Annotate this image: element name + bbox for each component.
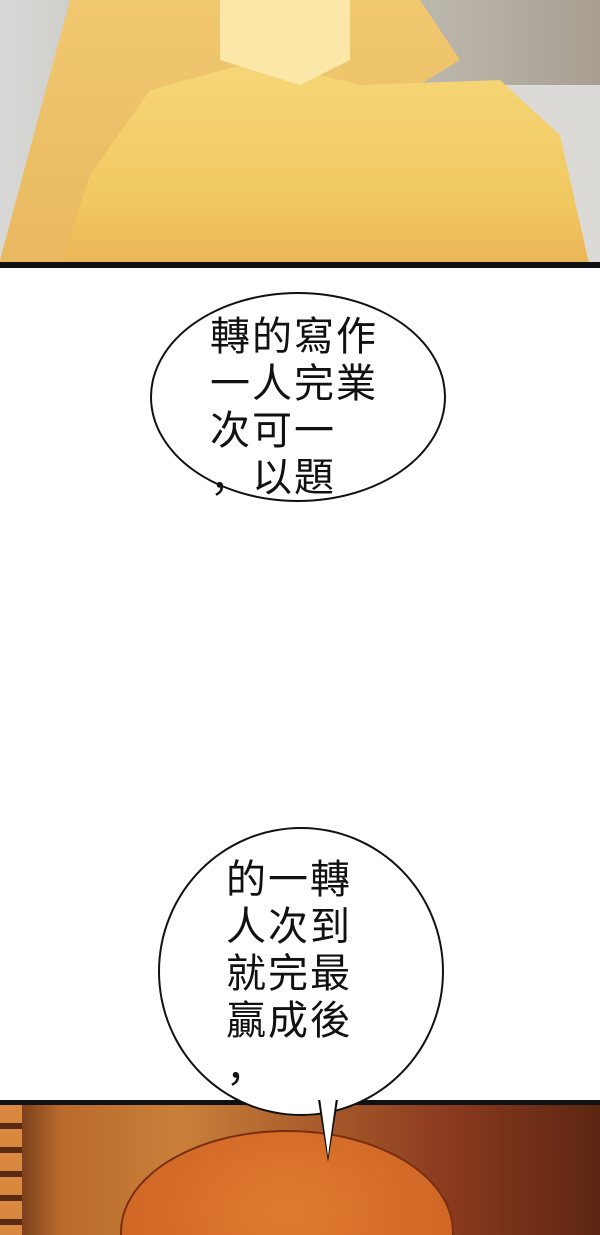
speech-bubble-1: 轉的寫作 一人完業 次可一 ，以題 bbox=[150, 292, 446, 502]
bubble-1-text: 轉的寫作 一人完業 次可一 ，以題 bbox=[210, 314, 378, 501]
top-panel-illustration bbox=[0, 0, 600, 268]
bubble-2-text: 的一轉 人次到 就完最 贏成後 ， bbox=[226, 857, 352, 1091]
bubble-tail-fill bbox=[320, 1098, 336, 1156]
bottom-panel-illustration bbox=[0, 1100, 600, 1235]
speech-bubble-2: 的一轉 人次到 就完最 贏成後 ， bbox=[158, 827, 444, 1116]
ladder bbox=[0, 1105, 22, 1235]
yellow-shirt bbox=[60, 60, 590, 268]
orange-hair-head bbox=[120, 1130, 454, 1235]
panel-border bbox=[0, 262, 600, 268]
